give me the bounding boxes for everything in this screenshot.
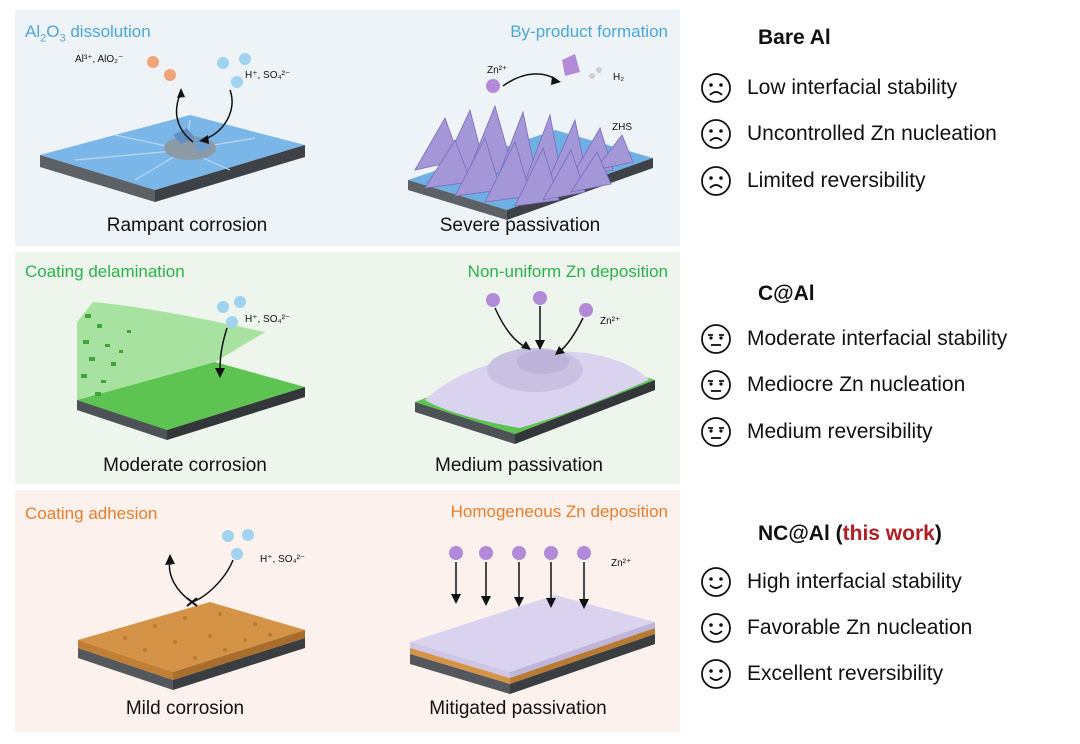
h2-note: H₂ [613,72,625,83]
zn-ion-note: Zn²⁺ [487,65,508,76]
nc-al-panel: Coating adhesion Homogeneous Zn depositi… [15,490,680,732]
nc-al-title: NC@Al (this work) [758,522,942,545]
feature-item: Low interfacial stability [700,71,957,105]
happy-face-icon [701,567,731,597]
happy-face-icon [701,659,731,689]
feature-label: Favorable Zn nucleation [747,616,973,639]
c-al-illustration [77,291,655,444]
happy-face-icon [701,613,731,643]
al2o3-dissolution-label: Al2O3 dissolution [25,22,151,45]
sad-face-icon [701,166,731,196]
c-al-title: C@Al [758,282,815,305]
feature-label: Limited reversibility [747,169,926,192]
medium-passivation-caption: Medium passivation [435,455,603,476]
feature-label: Medium reversibility [747,420,933,443]
homogeneous-zn-deposition-label: Homogeneous Zn deposition [450,502,668,521]
h-so4-ions-note: H⁺, SO₄²⁻ [260,554,306,565]
rampant-corrosion-caption: Rampant corrosion [106,215,268,236]
feature-item: Moderate interfacial stability [700,322,1007,356]
sad-face-icon [701,73,731,103]
feature-label: Uncontrolled Zn nucleation [747,122,997,145]
feature-label: Moderate interfacial stability [747,327,1008,350]
feature-item: Excellent reversibility [700,657,943,691]
moderate-corrosion-caption: Moderate corrosion [103,455,267,476]
sad-face-icon [701,119,731,149]
al-ions-note: Al³⁺, AlO₂⁻ [75,54,124,65]
bare-al-panel: Al2O3 dissolution By-product formation A… [15,10,680,246]
nc-al-summary: NC@Al (this work) High interfacial stabi… [700,522,1080,702]
coating-delamination-label: Coating delamination [25,262,185,281]
feature-label: Mediocre Zn nucleation [747,373,966,396]
feature-label: Excellent reversibility [747,662,944,685]
feature-label: High interfacial stability [747,570,962,593]
h-so4-ions-note: H⁺, SO₄²⁻ [245,314,291,325]
mild-corrosion-caption: Mild corrosion [125,698,245,719]
feature-item: Uncontrolled Zn nucleation [700,117,997,151]
nc-al-illustration [78,529,655,694]
non-uniform-zn-deposition-label: Non-uniform Zn deposition [467,262,668,281]
this-work-highlight: this work [842,522,935,545]
feature-item: High interfacial stability [700,565,962,599]
neutral-face-icon [701,324,731,354]
bare-al-summary: Bare Al Low interfacial stability Uncont… [700,26,1080,206]
zn-ion-note: Zn²⁺ [600,316,621,327]
coating-adhesion-label: Coating adhesion [25,504,158,523]
c-al-summary: C@Al Moderate interfacial stability Medi… [700,282,1080,462]
feature-item: Medium reversibility [700,415,933,449]
feature-item: Limited reversibility [700,164,926,198]
severe-passivation-caption: Severe passivation [439,215,601,236]
mitigated-passivation-caption: Mitigated passivation [429,698,607,719]
neutral-face-icon [701,417,731,447]
zhs-note: ZHS [612,122,632,133]
feature-item: Mediocre Zn nucleation [700,368,965,402]
neutral-face-icon [701,370,731,400]
bare-al-title: Bare Al [758,26,831,49]
feature-label: Low interfacial stability [747,76,958,99]
c-al-panel: Coating delamination Non-uniform Zn depo… [15,252,680,484]
h-so4-ions-note: H⁺, SO₄²⁻ [245,70,291,81]
zn-ion-note: Zn²⁺ [611,558,632,569]
by-product-formation-label: By-product formation [510,22,668,41]
feature-item: Favorable Zn nucleation [700,611,972,645]
bare-al-illustration [40,53,653,220]
